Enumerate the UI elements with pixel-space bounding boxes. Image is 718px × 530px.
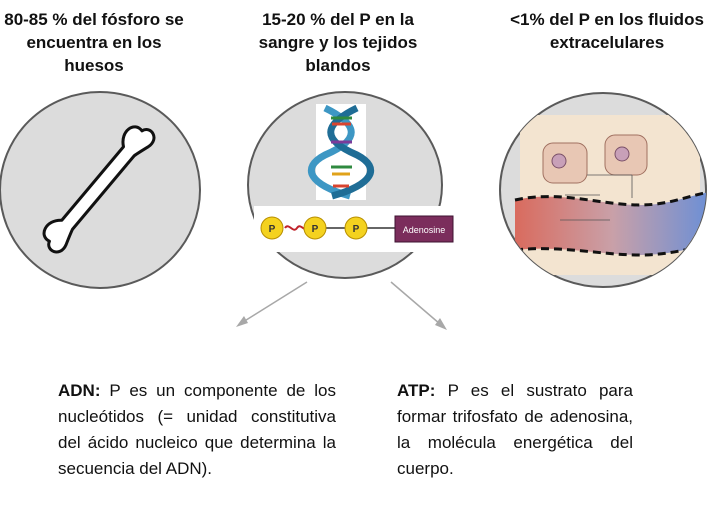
arrow-to-adn (236, 281, 308, 327)
adenosine-label: Adenosine (403, 225, 446, 235)
phosphate-label-1: P (269, 224, 276, 235)
phosphate-label-3: P (353, 224, 360, 235)
bone-icon (42, 125, 156, 254)
phosphate-2 (303, 216, 327, 240)
blood-percentage-header: 15-20 % del P en la sangre y los tejidos… (258, 10, 418, 75)
fluids-percentage-header: <1% del P en los fluidos extracelulares (510, 10, 704, 52)
atp-description: ATP: P es el sustrato para formar trifos… (397, 378, 633, 482)
atp-molecule-icon: P P P Adenosine (254, 206, 462, 252)
phosphate-label-2: P (312, 224, 319, 235)
atp-text: P es el sustrato para formar trifosfato … (397, 381, 633, 478)
adn-description: ADN: P es un componente de los nucleótid… (58, 378, 336, 482)
phosphate-3 (344, 216, 368, 240)
adenosine-box (394, 215, 454, 243)
adn-lead: ADN: (58, 381, 101, 400)
bone-percentage-header: 80-85 % del fósforo se encuentra en los … (4, 10, 184, 75)
phosphate-1 (260, 216, 284, 240)
atp-lead: ATP: (397, 381, 436, 400)
arrow-to-atp (390, 281, 447, 330)
adn-text: P es un componente de los nucleótidos (=… (58, 381, 336, 478)
dna-helix-icon (307, 104, 375, 200)
cell-diagram-illustration (514, 115, 706, 275)
